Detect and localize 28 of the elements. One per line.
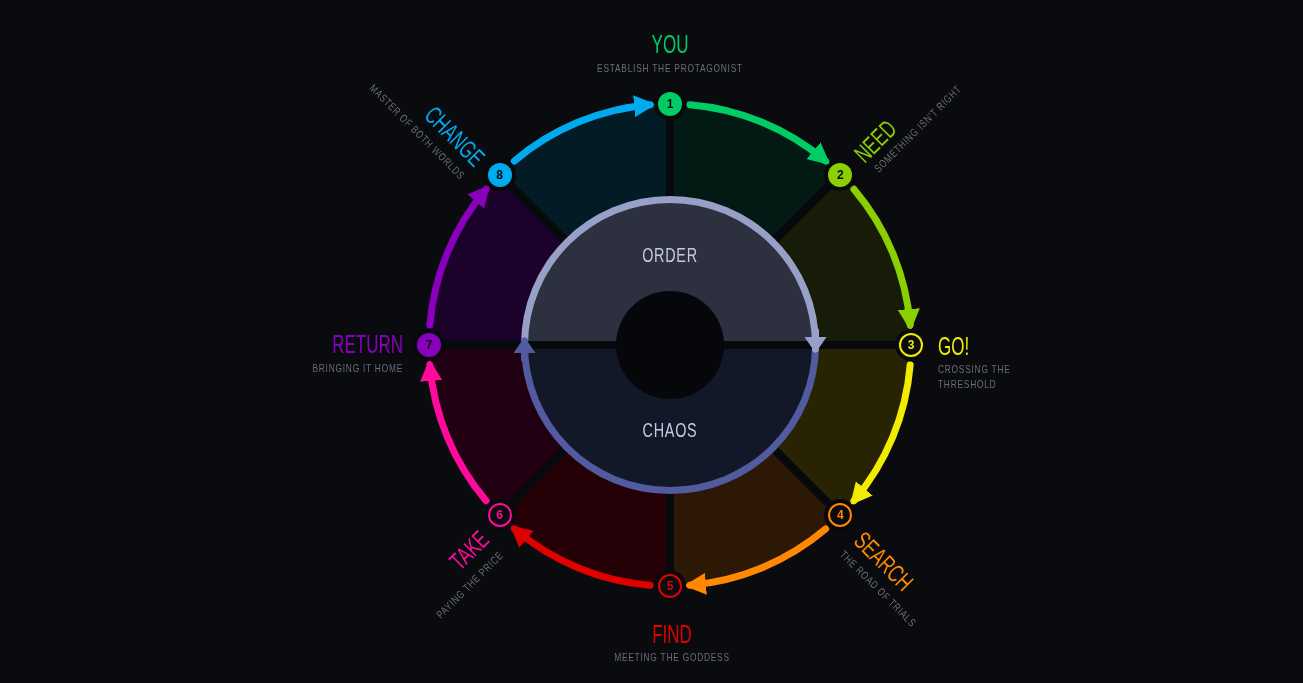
section-label: CHAOS (642, 419, 698, 441)
step-number: 7 (425, 339, 433, 351)
arrow (509, 525, 654, 589)
step-title: YOU (651, 31, 689, 57)
arrow (850, 185, 919, 331)
step-title: GO! (938, 333, 970, 359)
section-label: ORDER (642, 244, 698, 266)
arrow (684, 525, 830, 594)
arrow (510, 96, 656, 165)
step-subtitle: BRINGING IT HOME (312, 360, 403, 376)
step-subtitle: CROSSING THE THRESHOLD (938, 362, 1012, 392)
arrow (686, 101, 831, 165)
step-number: 1 (666, 98, 674, 110)
step-number: 2 (837, 168, 844, 181)
step-number: 6 (496, 509, 503, 522)
arrow (426, 184, 490, 329)
step-number: 4 (837, 509, 844, 522)
step-subtitle: MEETING THE GODDESS (614, 649, 730, 665)
arrow (850, 361, 914, 506)
step-number: 8 (496, 168, 503, 181)
step-title: FIND (652, 621, 692, 647)
step-number: 5 (666, 580, 674, 592)
arrow (804, 327, 827, 353)
arrow (513, 337, 536, 363)
step-title: RETURN (332, 331, 403, 357)
arrow (421, 359, 490, 505)
step-subtitle: ESTABLISH THE PROTAGONIST (597, 60, 743, 76)
step-number: 3 (907, 339, 915, 351)
